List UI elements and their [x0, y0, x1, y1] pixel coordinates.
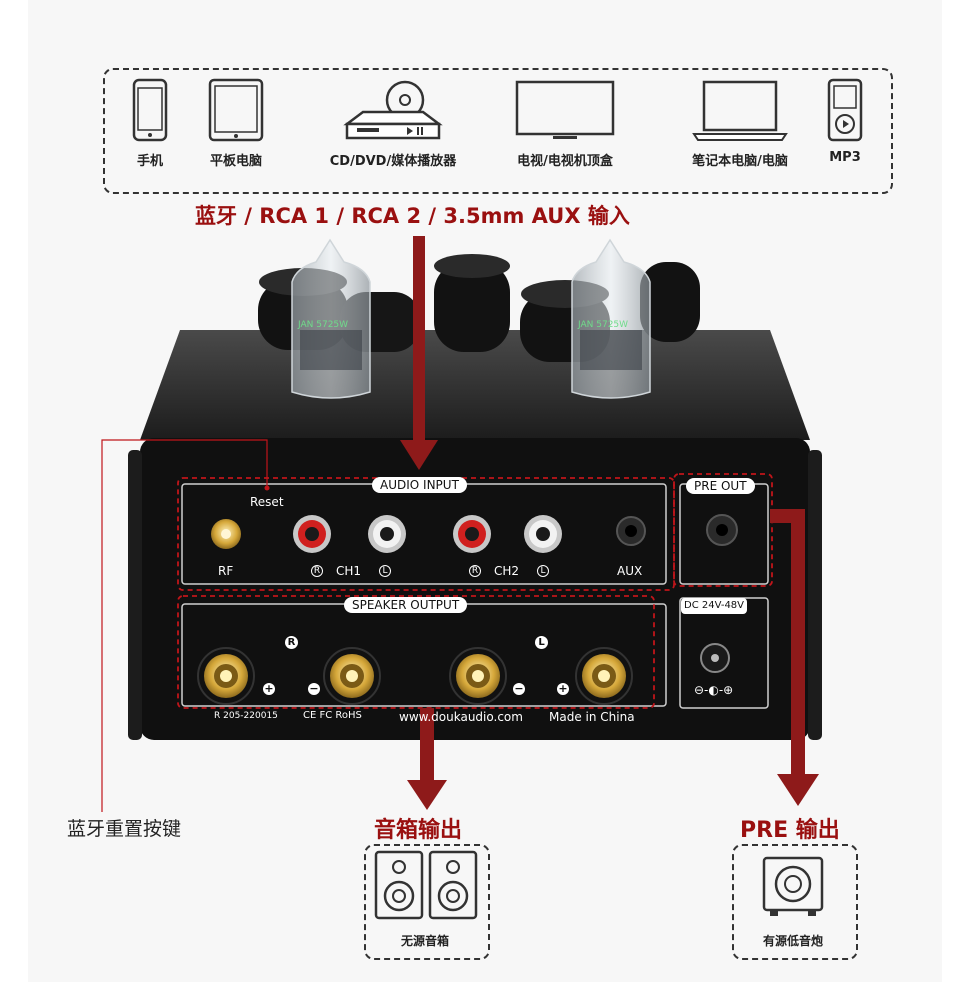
input-heading: 蓝牙 / RCA 1 / RCA 2 / 3.5mm AUX 输入	[195, 204, 630, 228]
dc-polarity-icon: ⊖-◐-⊕	[694, 683, 734, 697]
source-label: MP3	[829, 150, 861, 165]
passive-speaker-caption: 无源音箱	[400, 934, 449, 948]
compliance-marks: CE FC RoHS	[303, 710, 362, 721]
tv-icon	[515, 80, 615, 139]
binding-post-left-minus[interactable]	[449, 647, 507, 705]
passive-speaker-box	[364, 844, 490, 960]
laptop-icon	[692, 80, 788, 141]
mp3-player-icon	[827, 78, 863, 142]
source-laptop: 笔记本电脑/电脑	[665, 78, 815, 169]
ch1-l-label: L	[379, 565, 391, 577]
speaker-l-label: L	[535, 636, 548, 649]
aux-jack[interactable]	[616, 516, 646, 546]
vacuum-tube-left	[291, 238, 371, 399]
dc-label: DC 24V-48V	[681, 598, 748, 614]
source-phone: 手机	[100, 78, 200, 169]
rf-antenna-jack[interactable]	[211, 519, 241, 549]
speaker-output-label: SPEAKER OUTPUT	[344, 597, 468, 613]
rca-ch2-right[interactable]	[453, 515, 491, 553]
source-label: CD/DVD/媒体播放器	[329, 154, 457, 169]
passive-speaker-icon	[374, 850, 478, 920]
binding-post-right-plus[interactable]	[197, 647, 255, 705]
pre-output-heading: PRE 输出	[740, 818, 840, 843]
minus-symbol-icon: −	[513, 682, 525, 695]
speaker-output-heading: 音箱输出	[374, 818, 463, 843]
phone-icon	[132, 78, 168, 142]
made-in-label: Made in China	[549, 710, 635, 724]
subwoofer-box	[732, 844, 858, 960]
source-label: 电视/电视机顶盒	[517, 154, 613, 169]
source-label: 笔记本电脑/电脑	[692, 154, 788, 169]
source-dvd: CD/DVD/媒体播放器	[318, 78, 468, 169]
ch2-label: CH2	[494, 564, 520, 578]
ch2-r-label: R	[469, 565, 481, 577]
rf-label: RF	[218, 564, 234, 578]
source-tablet: 平板电脑	[186, 78, 286, 169]
tube-marking: JAN 5725W	[578, 320, 629, 330]
ch2-l-label: L	[537, 565, 549, 577]
binding-post-left-plus[interactable]	[575, 647, 633, 705]
reset-callout-label: 蓝牙重置按键	[67, 818, 182, 840]
pre-output-arrow	[770, 509, 819, 806]
reset-leader-line	[101, 439, 268, 812]
audio-input-label: AUDIO INPUT	[372, 477, 467, 493]
source-mp3: MP3	[795, 78, 895, 165]
subwoofer-icon	[762, 856, 824, 916]
pre-out-jack[interactable]	[706, 514, 738, 546]
pre-out-label: PRE OUT	[686, 478, 755, 494]
binding-post-right-minus[interactable]	[323, 647, 381, 705]
tablet-icon	[208, 78, 264, 142]
reset-label: Reset	[250, 495, 284, 509]
plus-symbol-icon: +	[557, 682, 569, 695]
ch1-label: CH1	[336, 564, 362, 578]
website-url: www.doukaudio.com	[399, 710, 523, 724]
ch1-r-label: R	[311, 565, 323, 577]
subwoofer-caption: 有源低音炮	[762, 934, 823, 948]
source-label: 手机	[136, 154, 163, 169]
plus-symbol-icon: +	[263, 682, 275, 695]
source-tv: 电视/电视机顶盒	[505, 78, 625, 169]
dvd-player-icon	[343, 80, 443, 140]
tube-marking: JAN 5725W	[298, 320, 349, 330]
minus-symbol-icon: −	[308, 682, 320, 695]
source-label: 平板电脑	[209, 154, 262, 169]
input-arrow	[400, 236, 438, 470]
source-devices-box	[103, 68, 893, 194]
rca-ch1-left[interactable]	[368, 515, 406, 553]
speaker-output-arrow	[407, 708, 447, 810]
certification-code: R 205-220015	[214, 711, 278, 721]
rca-ch2-left[interactable]	[524, 515, 562, 553]
rca-ch1-right[interactable]	[293, 515, 331, 553]
speaker-r-label: R	[285, 636, 298, 649]
dc-power-jack[interactable]	[700, 643, 730, 673]
aux-label: AUX	[617, 564, 643, 578]
vacuum-tube-right	[571, 238, 651, 399]
